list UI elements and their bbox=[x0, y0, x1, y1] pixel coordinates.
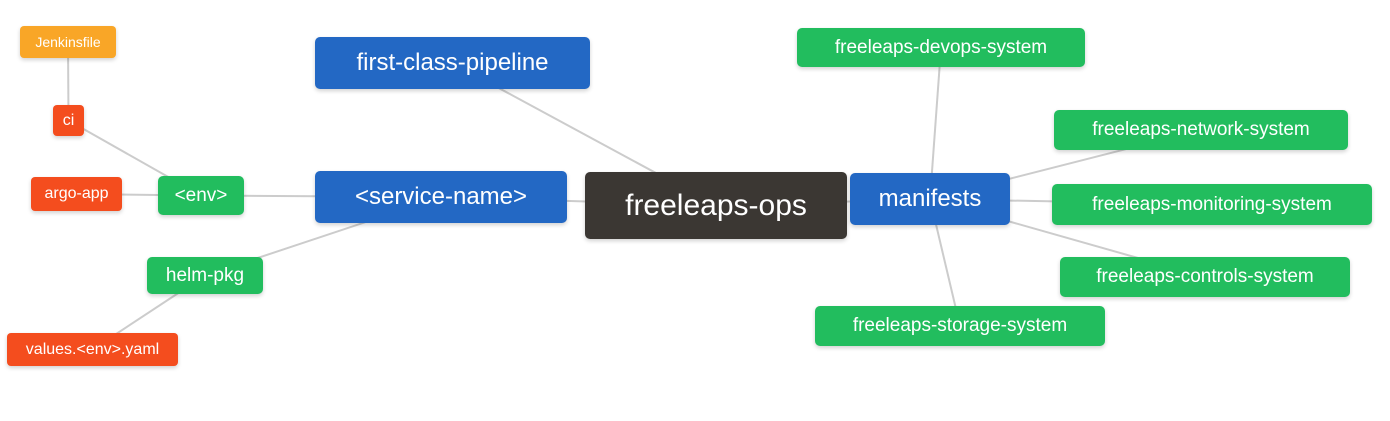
node-values-env-yaml[interactable]: values.<env>.yaml bbox=[7, 333, 178, 366]
node-freeleaps-monitoring-system[interactable]: freeleaps-monitoring-system bbox=[1052, 184, 1372, 225]
node-freeleaps-devops-system[interactable]: freeleaps-devops-system bbox=[797, 28, 1085, 67]
node-manifests[interactable]: manifests bbox=[850, 173, 1010, 225]
node-env[interactable]: <env> bbox=[158, 176, 244, 215]
node-freeleaps-storage-system[interactable]: freeleaps-storage-system bbox=[815, 306, 1105, 346]
node-first-class-pipeline[interactable]: first-class-pipeline bbox=[315, 37, 590, 89]
node-jenkinsfile[interactable]: Jenkinsfile bbox=[20, 26, 116, 58]
node-freeleaps-controls-system[interactable]: freeleaps-controls-system bbox=[1060, 257, 1350, 297]
node-service-name[interactable]: <service-name> bbox=[315, 171, 567, 223]
node-helm-pkg[interactable]: helm-pkg bbox=[147, 257, 263, 294]
node-freeleaps-network-system[interactable]: freeleaps-network-system bbox=[1054, 110, 1348, 150]
node-argo-app[interactable]: argo-app bbox=[31, 177, 122, 211]
node-ci[interactable]: ci bbox=[53, 105, 84, 136]
node-freeleaps-ops[interactable]: freeleaps-ops bbox=[585, 172, 847, 239]
